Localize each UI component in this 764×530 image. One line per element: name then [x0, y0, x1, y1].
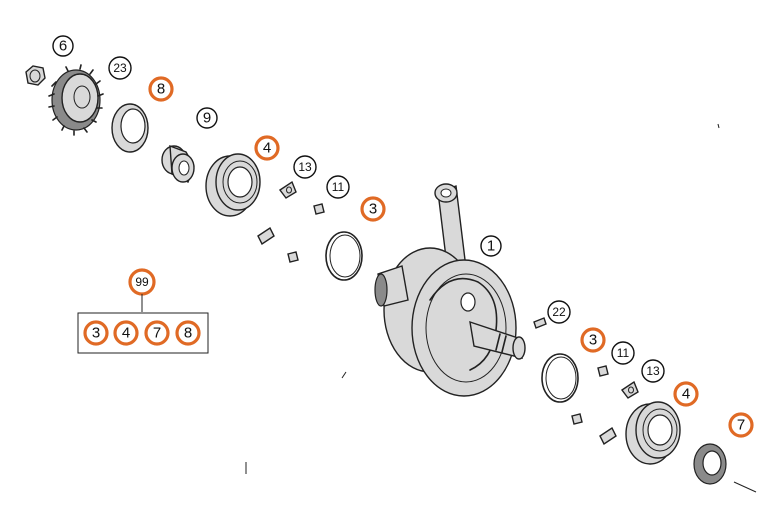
- callout-4-upper-text: 4: [263, 140, 271, 157]
- part-shim-lower: [541, 353, 579, 403]
- callout-11-lower: 11: [611, 341, 635, 365]
- part-small-clip-lower: [571, 365, 639, 446]
- callout-9-text: 9: [203, 110, 211, 127]
- callout-11-lower-text: 11: [617, 346, 630, 360]
- callout-13-lower: 13: [641, 359, 665, 383]
- callout-8: 8: [148, 76, 174, 102]
- axis-line: [245, 123, 757, 493]
- callout-3-lower: 3: [580, 327, 606, 353]
- callout-3-lower-text: 3: [589, 332, 597, 349]
- part-shim-upper: [325, 231, 363, 281]
- callout-6-text: 6: [59, 38, 67, 55]
- callout-13-upper-text: 13: [298, 160, 312, 174]
- kit-99-label: 99: [135, 275, 149, 289]
- callout-1-text: 1: [487, 238, 495, 255]
- callout-6: 6: [52, 35, 74, 57]
- callout-4-upper: 4: [254, 135, 280, 161]
- part-bearing-left: [205, 153, 261, 217]
- callout-7: 7: [728, 412, 754, 438]
- callout-13-lower-text: 13: [646, 364, 660, 378]
- part-crankshaft: [374, 183, 526, 397]
- callout-7-text: 7: [737, 417, 745, 434]
- part-gear: [48, 64, 104, 136]
- part-seal-ring: [111, 103, 149, 153]
- kit-item-3: 3: [92, 325, 100, 342]
- callout-11-upper: 11: [326, 175, 350, 199]
- callout-22: 22: [547, 300, 571, 324]
- callout-22-text: 22: [552, 305, 566, 319]
- callout-23: 23: [108, 56, 132, 80]
- callout-23-text: 23: [113, 61, 127, 75]
- kit-item-4: 4: [122, 325, 130, 342]
- part-bushing: [161, 144, 195, 183]
- part-nut: [25, 65, 46, 86]
- part-small-clip-upper: [257, 180, 325, 263]
- callout-8-text: 8: [157, 81, 165, 98]
- part-shaft-seal: [693, 443, 727, 485]
- kit-99-group: 99 3 4 7 8: [77, 268, 209, 354]
- callout-4-lower: 4: [673, 381, 699, 407]
- callout-4-lower-text: 4: [682, 386, 690, 403]
- callout-9: 9: [196, 107, 218, 129]
- part-bearing-right: [625, 401, 681, 465]
- callout-3-upper: 3: [360, 196, 386, 222]
- callout-1: 1: [480, 235, 502, 257]
- part-pin: [533, 317, 547, 329]
- kit-item-8: 8: [184, 325, 192, 342]
- kit-item-7: 7: [153, 325, 161, 342]
- callout-13-upper: 13: [293, 155, 317, 179]
- callout-11-upper-text: 11: [332, 180, 345, 194]
- callout-3-upper-text: 3: [369, 201, 377, 218]
